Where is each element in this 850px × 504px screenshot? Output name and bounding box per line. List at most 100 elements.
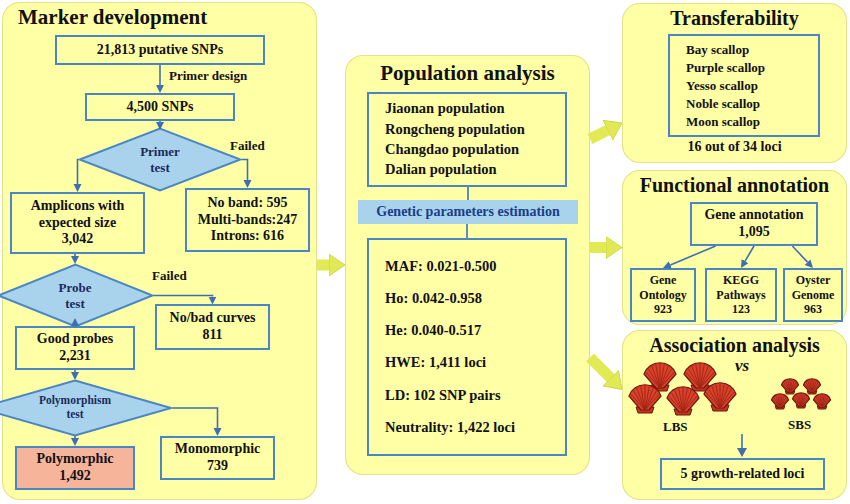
panel-heading: Population analysis (345, 61, 590, 86)
process-box: Gene annotation1,095 (690, 202, 818, 246)
edge-label: Failed (150, 269, 189, 284)
box-text: Ho: 0.042-0.958 (385, 290, 482, 307)
process-box: No/bad curves811 (155, 304, 270, 350)
process-box: Amplicons with expected size3,042 (10, 192, 145, 254)
connector (74, 370, 76, 372)
scallop (771, 394, 788, 409)
box-text: 3,042 (62, 231, 94, 248)
box-text: 2,231 (59, 348, 91, 365)
box-text: Gene Ontology (637, 273, 689, 302)
box-text: MAF: 0.021-0.500 (385, 258, 497, 275)
process-box: Bay scallopPurple scallopYesso scallopNo… (668, 34, 820, 137)
panel-heading: Marker development (2, 5, 317, 30)
process-box: No band: 595Multi-bands:247Introns: 616 (185, 188, 310, 252)
edge-label: Failed (228, 139, 267, 154)
connector (670, 246, 715, 265)
decision-diamond: Polymorphism test (0, 380, 173, 436)
versus-label: vs (735, 356, 749, 376)
box-text: Polymorphism test (37, 394, 113, 422)
block-arrow (317, 260, 329, 271)
box-text: 811 (202, 327, 222, 344)
box-text: Genetic parameters estimation (376, 204, 560, 221)
process-box: Good probes2,231 (15, 326, 135, 370)
box-text: Yesso scallop (686, 78, 758, 94)
group-label: LBS (663, 420, 688, 435)
box-text: Bay scallop (686, 42, 749, 58)
process-box: 5 growth-related loci (660, 458, 825, 490)
connector (74, 254, 76, 256)
box-text: 963 (804, 302, 822, 316)
box-text: HWE: 1,411 loci (385, 354, 486, 371)
estimation-band: Genetic parameters estimation (358, 200, 578, 224)
panel-heading: Transferability (622, 6, 847, 30)
process-box: Jiaonan populationRongcheng populationCh… (367, 92, 567, 187)
panel: Population analysisJiaonan populationRon… (345, 55, 590, 475)
diamond-shape (0, 380, 173, 436)
box-text: Changdao population (385, 141, 519, 158)
decision-diamond: Primer test (78, 128, 242, 191)
box-text: Rongcheng population (385, 121, 525, 138)
box-text: 923 (654, 302, 672, 316)
box-text: Good probes (37, 331, 113, 348)
box-text: Primer test (138, 144, 182, 175)
connector (154, 296, 213, 297)
box-text: Jiaonan population (385, 100, 505, 117)
box-text: 739 (207, 458, 228, 475)
box-text: Monomorphic (175, 441, 261, 458)
scallop (792, 393, 809, 408)
box-text: Polymorphic (37, 451, 114, 468)
scallop (803, 379, 820, 394)
group-label: SBS (788, 418, 811, 433)
box-text: 1,492 (59, 468, 91, 485)
process-box: 21,813 putative SNPs (55, 35, 265, 65)
connector (467, 187, 469, 200)
box-text: LD: 102 SNP pairs (385, 387, 501, 404)
decision-diamond: Probe test (0, 264, 154, 327)
scallop (667, 387, 699, 415)
connector (159, 121, 161, 122)
process-box: 4,500 SNPs (85, 93, 235, 121)
connector (745, 246, 754, 261)
scallop (629, 385, 661, 413)
process-box: MAF: 0.021-0.500Ho: 0.042-0.958He: 0.040… (367, 238, 567, 456)
box-text: He: 0.040-0.517 (385, 322, 481, 339)
box-text: Moon scallop (686, 114, 760, 130)
process-box: KEGG Pathways123 (705, 268, 777, 322)
block-arrow (590, 130, 608, 139)
box-text: Noble scallop (686, 96, 760, 112)
box-text: Amplicons with expected size (17, 198, 138, 232)
connector (77, 160, 79, 185)
scallop (781, 379, 798, 394)
box-text: Multi-bands:247 (198, 212, 298, 229)
process-box: Gene Ontology923 (630, 268, 696, 322)
panel: Association analysis 5 growth-related loc… (622, 330, 847, 500)
box-text: 4,500 SNPs (127, 99, 194, 116)
process-box: Monomorphic739 (160, 436, 275, 480)
box-text: Oyster Genome (790, 273, 836, 302)
box-text: Dalian population (385, 161, 497, 178)
box-text: No band: 595 (207, 195, 287, 212)
panel-heading: 16 out of 34 loci (622, 139, 847, 156)
scallop (813, 394, 830, 409)
connector (74, 436, 76, 438)
panel-heading: Association analysis (622, 333, 847, 357)
box-text: Neutrality: 1,422 loci (385, 419, 515, 436)
box-text: Probe test (56, 280, 93, 311)
box-text: Purple scallop (686, 60, 765, 76)
box-text: Introns: 616 (211, 228, 284, 245)
panel: Functional annotationGene annotation1,09… (622, 170, 847, 325)
process-box: Oyster Genome963 (783, 268, 843, 322)
box-text: No/bad curves (170, 310, 256, 327)
process-box: Polymorphic1,492 (15, 446, 135, 490)
panel-heading: Functional annotation (622, 173, 847, 197)
scallop (704, 383, 736, 411)
connector (159, 65, 161, 85)
box-text: 5 growth-related loci (681, 466, 805, 483)
box-text: 21,813 putative SNPs (97, 42, 223, 59)
connector (74, 326, 76, 327)
connector (173, 408, 218, 428)
connector (792, 246, 807, 262)
box-text: 1,095 (738, 224, 770, 241)
block-arrow (590, 357, 611, 378)
box-text: KEGG Pathways (712, 273, 770, 302)
